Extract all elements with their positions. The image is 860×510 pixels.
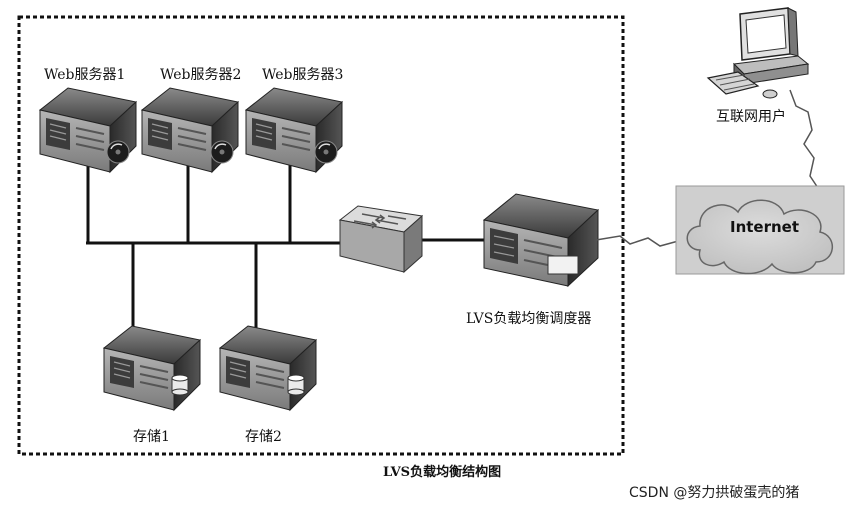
web-server-1 <box>39 87 137 173</box>
label-storage-2: 存储2 <box>245 429 282 445</box>
network-lines <box>86 165 488 338</box>
watermark: CSDN @努力拱破蛋壳的猪 <box>629 485 800 501</box>
switch-icon <box>338 205 424 274</box>
web-server-3 <box>245 87 343 173</box>
label-internet: Internet <box>730 218 800 236</box>
web-server-2 <box>141 87 239 173</box>
storage-server-2 <box>219 325 317 411</box>
wireless-link-lvs-internet <box>595 235 683 247</box>
label-web-server-1: Web服务器1 <box>44 67 126 83</box>
label-lvs-balancer: LVS负载均衡调度器 <box>466 311 592 327</box>
diagram-caption: LVS负载均衡结构图 <box>383 465 502 480</box>
user-computer-icon <box>706 7 810 99</box>
label-storage-1: 存储1 <box>133 429 170 445</box>
label-web-server-2: Web服务器2 <box>160 67 242 83</box>
wireless-link-user-internet <box>789 89 819 189</box>
label-web-server-3: Web服务器3 <box>262 67 344 83</box>
lvs-balancer-server <box>482 193 600 288</box>
cluster-boundary <box>17 15 625 456</box>
label-internet-user: 互联网用户 <box>716 109 786 125</box>
internet-cloud-icon <box>675 185 845 275</box>
storage-server-1 <box>103 325 201 411</box>
